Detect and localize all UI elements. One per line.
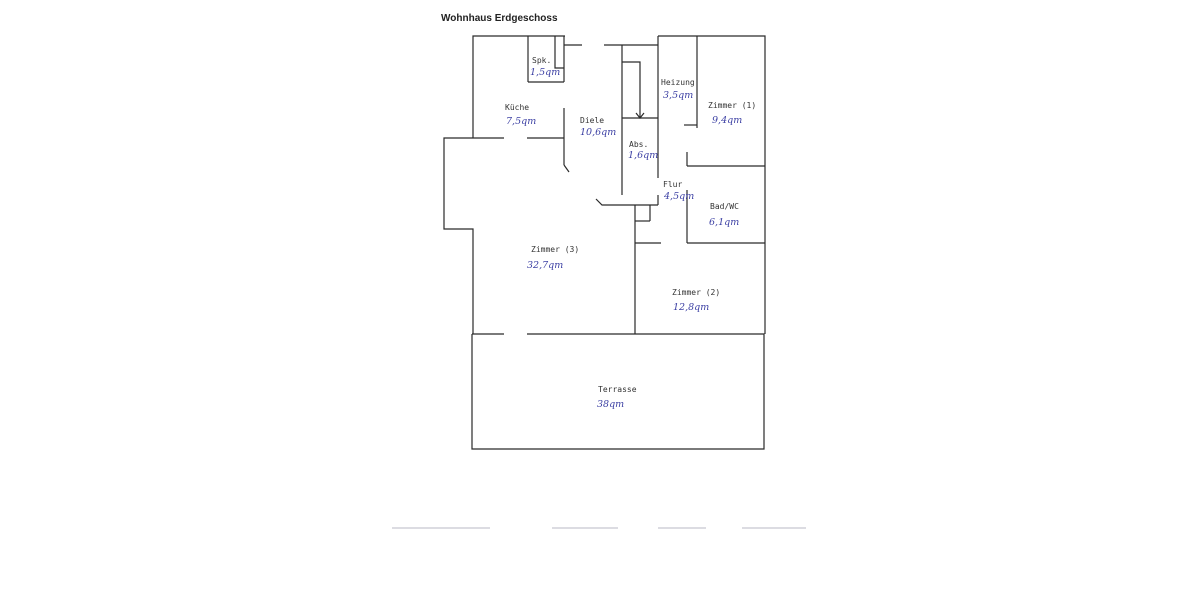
room-spk: Spk. 1,5qm — [530, 56, 560, 78]
room-area: 32,7qm — [527, 260, 563, 271]
room-label: Flur — [663, 180, 682, 189]
room-label: Zimmer (2) — [672, 288, 720, 297]
room-label: Diele — [580, 116, 604, 125]
room-terrasse: Terrasse 38qm — [597, 385, 637, 410]
room-label: Zimmer (1) — [708, 101, 756, 110]
room-label: Abs. — [629, 140, 648, 149]
room-label: Terrasse — [598, 385, 637, 394]
room-area: 4,5qm — [663, 191, 694, 202]
room-area: 38qm — [597, 399, 624, 410]
room-flur: Flur 4,5qm — [663, 180, 694, 202]
room-area: 10,6qm — [580, 127, 616, 138]
room-area: 7,5qm — [506, 116, 536, 127]
room-zimmer-2: Zimmer (2) 12,8qm — [672, 288, 720, 313]
room-label: Zimmer (3) — [531, 245, 579, 254]
room-area: 6,1qm — [709, 217, 739, 228]
room-area: 3,5qm — [663, 90, 693, 101]
room-label: Küche — [505, 103, 529, 112]
room-zimmer-3: Zimmer (3) 32,7qm — [527, 245, 579, 271]
room-diele: Diele 10,6qm — [580, 116, 616, 138]
room-label: Spk. — [532, 56, 551, 65]
room-area: 1,6qm — [628, 150, 658, 161]
room-kueche: Küche 7,5qm — [505, 103, 536, 127]
room-heizung: Heizung 3,5qm — [661, 78, 695, 101]
room-label: Heizung — [661, 78, 695, 87]
room-area: 12,8qm — [673, 302, 709, 313]
room-area: 9,4qm — [712, 115, 742, 126]
outer-walls — [443, 35, 766, 450]
room-label: Bad/WC — [710, 202, 739, 211]
room-abs: Abs. 1,6qm — [628, 140, 658, 161]
room-bad-wc: Bad/WC 6,1qm — [709, 202, 739, 228]
plan-title: Wohnhaus Erdgeschoss — [441, 13, 558, 24]
room-zimmer-1: Zimmer (1) 9,4qm — [708, 101, 756, 126]
room-area: 1,5qm — [530, 67, 560, 78]
interior-walls — [473, 36, 765, 335]
